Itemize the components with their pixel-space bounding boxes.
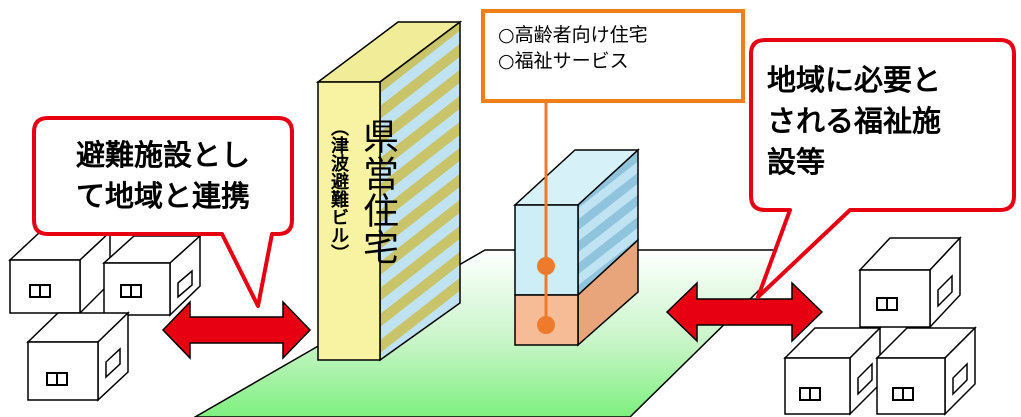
house-right-2 bbox=[783, 326, 882, 416]
callout-left-line2: て地域と連携 bbox=[75, 179, 250, 213]
callout-right-line1: 地域に必要と bbox=[767, 63, 942, 97]
callout-right-bubble bbox=[749, 38, 1016, 299]
house-right-1 bbox=[858, 236, 962, 329]
house-right-3 bbox=[875, 326, 977, 416]
double-arrow-left bbox=[161, 300, 312, 360]
connector-dot-upper bbox=[537, 257, 555, 275]
callout-left-line1: 避難施設とし bbox=[75, 138, 250, 172]
info-line-welfare-services: ○福祉サービス bbox=[498, 50, 629, 72]
callout-right-line2: される福祉施 bbox=[767, 104, 942, 138]
info-line-elderly-housing: ○高齢者向け住宅 bbox=[498, 24, 648, 46]
callout-left-bubble bbox=[32, 116, 294, 308]
callout-right-line3: 設等 bbox=[767, 145, 826, 179]
connector-dot-lower bbox=[537, 316, 555, 334]
callout-right-text: 地域に必要と される福祉施 設等 bbox=[755, 60, 1010, 183]
tower-front bbox=[317, 81, 381, 361]
prefectural-housing-tower bbox=[315, 20, 463, 362]
callout-left-text: 避難施設とし て地域と連携 bbox=[40, 135, 286, 217]
double-arrow-right bbox=[665, 281, 824, 343]
info-box bbox=[481, 9, 745, 103]
house-left-3 bbox=[26, 311, 130, 402]
tower-title: 県営住宅 bbox=[357, 118, 398, 266]
house-left-1 bbox=[8, 230, 112, 315]
tower-subtitle: （津波避難ビル） bbox=[328, 118, 349, 262]
info-box-text: ○高齢者向け住宅 ○福祉サービス bbox=[498, 22, 738, 74]
house-left-2 bbox=[102, 234, 202, 317]
